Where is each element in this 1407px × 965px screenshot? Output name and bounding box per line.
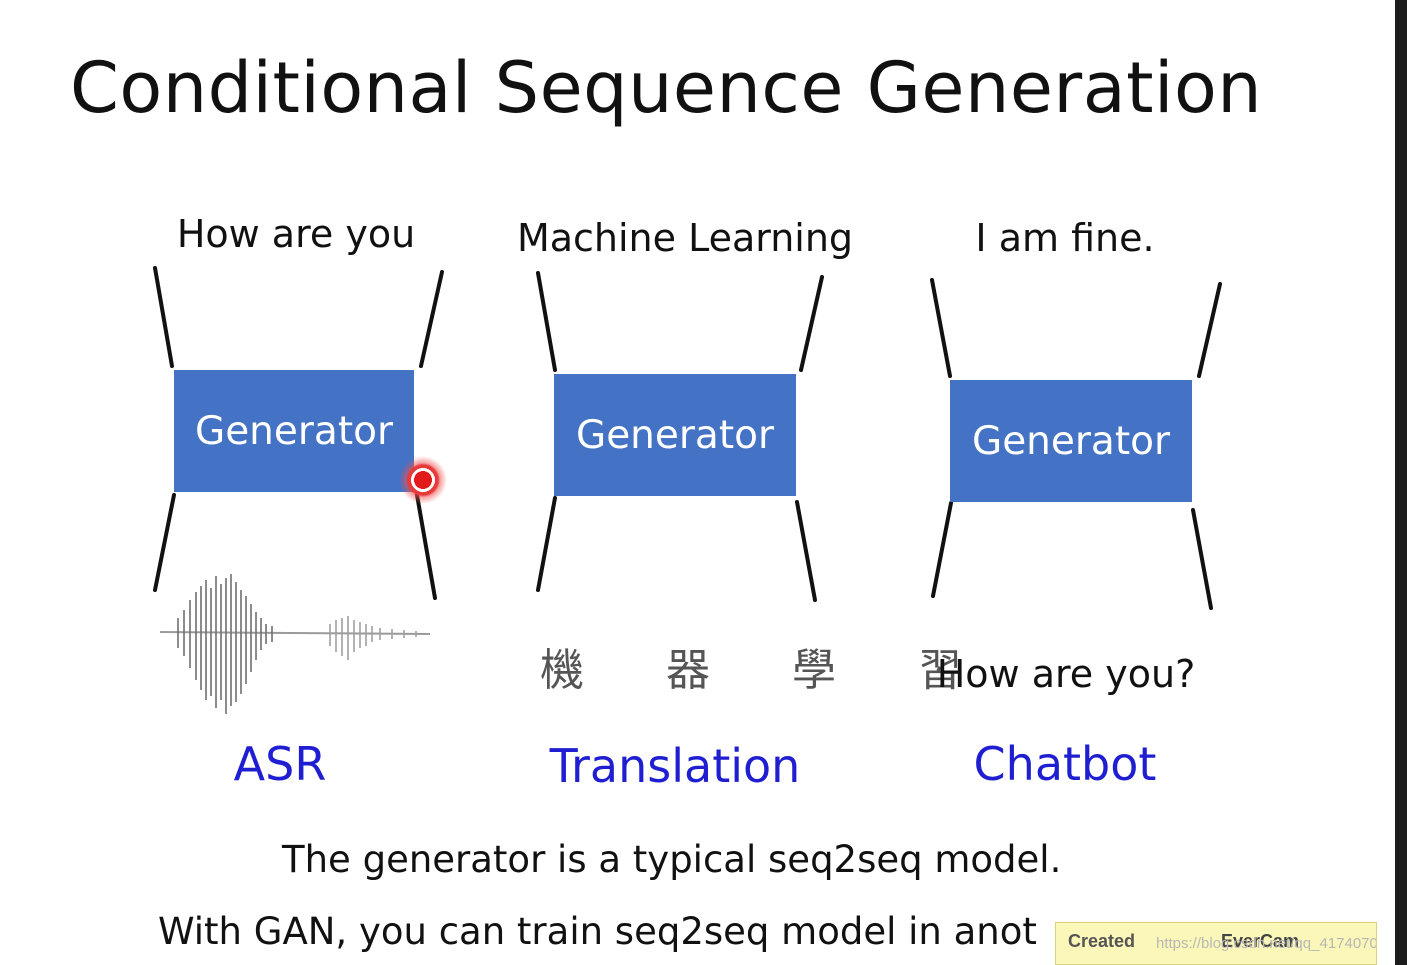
watermark-created-text: Created (1068, 931, 1136, 951)
panel3-top-left-line (930, 278, 952, 378)
panel3-generator-box: Generator (950, 380, 1192, 502)
panel2-task-label: Translation (549, 739, 801, 793)
panel3-task-label: Chatbot (973, 737, 1157, 791)
panel2-generator-label: Generator (575, 412, 775, 458)
panel1-top-right-line (419, 270, 444, 368)
panel3-bottom-left-line (931, 501, 953, 598)
caption-line-2: With GAN, you can train seq2seq model in… (158, 910, 1037, 953)
recording-watermark: Created EverCam https://blog.csdn.net/qq… (1055, 922, 1377, 965)
panel1-output-text: How are you (176, 212, 416, 256)
window-edge-bar (1395, 0, 1407, 965)
panel2-bottom-right-line (795, 500, 817, 602)
panel2-output-text: Machine Learning (516, 216, 854, 260)
panel1-top-left-line (153, 266, 174, 368)
panel1-generator-box: Generator (174, 370, 414, 492)
panel3-generator-label: Generator (971, 418, 1171, 464)
panel3-top-right-line (1197, 282, 1222, 378)
panel3-bottom-right-line (1191, 508, 1213, 610)
panel2-top-right-line (799, 275, 824, 372)
panel1-bottom-left-line (153, 493, 176, 592)
watermark-url-text: https://blog.csdn.net/qq_41740705 (1156, 935, 1377, 952)
slide-title: Conditional Sequence Generation (70, 47, 1263, 129)
panel1-bottom-right-line (415, 493, 437, 600)
watermark-brand-text: EverCam (1221, 931, 1300, 951)
caption-line-1: The generator is a typical seq2seq model… (282, 838, 1062, 881)
panel3-output-text: I am fine. (975, 216, 1155, 260)
panel2-top-left-line (536, 271, 557, 372)
waveform-icon (159, 574, 431, 714)
panel3-input-text: How are you? (936, 652, 1196, 696)
panel2-input-text: 機 器 學 習 (540, 645, 996, 696)
panel2-bottom-left-line (536, 496, 557, 592)
panel2-generator-box: Generator (554, 374, 796, 496)
panel1-generator-label: Generator (194, 408, 394, 454)
pointer-cursor-icon (399, 456, 447, 504)
panel1-task-label: ASR (233, 737, 327, 791)
